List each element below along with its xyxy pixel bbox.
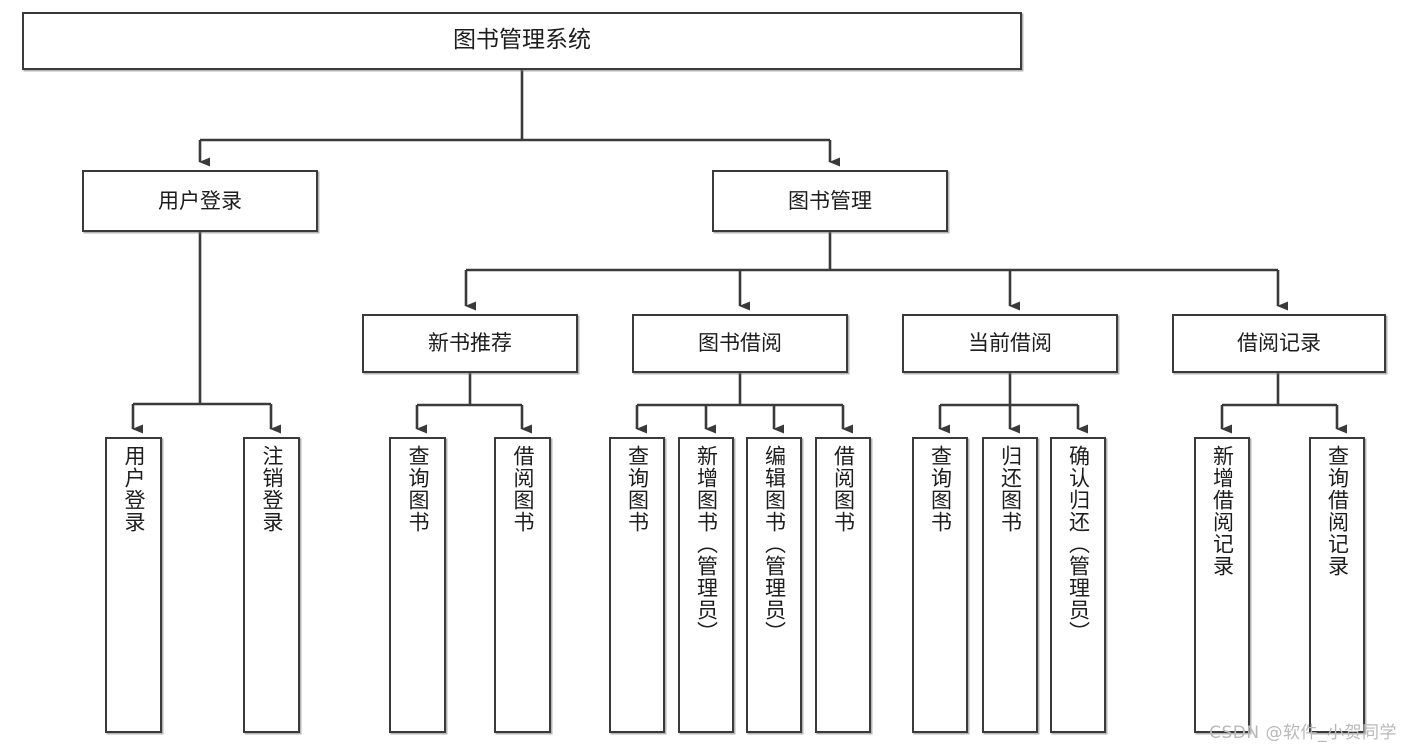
- node-label: 新增图书（管理员）: [694, 445, 719, 643]
- leaf-borrow-book[interactable]: 借阅图书: [815, 437, 871, 733]
- leaf-confirm-return[interactable]: 确认归还（管理员）: [1050, 437, 1106, 733]
- node-label: 新书推荐: [428, 331, 512, 356]
- leaf-add-book[interactable]: 新增图书（管理员）: [678, 437, 734, 733]
- node-label: 当前借阅: [968, 331, 1052, 356]
- leaf-logout[interactable]: 注销登录: [243, 437, 300, 733]
- leaf-query-book-current[interactable]: 查询图书: [912, 437, 968, 733]
- node-book-manage[interactable]: 图书管理: [712, 170, 948, 232]
- node-label: 借阅图书: [511, 445, 535, 533]
- leaf-user-login[interactable]: 用户登录: [105, 437, 162, 733]
- node-label: 借阅记录: [1237, 331, 1321, 356]
- node-user-login[interactable]: 用户登录: [82, 170, 318, 232]
- node-label: 查询图书: [625, 445, 650, 533]
- leaf-query-borrow-record[interactable]: 查询借阅记录: [1309, 437, 1365, 733]
- node-label: 用户登录: [122, 445, 146, 533]
- node-label: 查询借阅记录: [1325, 445, 1350, 577]
- node-label: 编辑图书（管理员）: [762, 445, 787, 643]
- node-borrow-record[interactable]: 借阅记录: [1172, 314, 1386, 373]
- node-label: 图书管理系统: [453, 27, 591, 54]
- node-label: 归还图书: [998, 445, 1023, 533]
- node-current-borrow[interactable]: 当前借阅: [902, 314, 1118, 373]
- node-label: 用户登录: [158, 188, 242, 213]
- node-label: 新增借阅记录: [1210, 445, 1235, 577]
- leaf-return-book[interactable]: 归还图书: [982, 437, 1038, 733]
- leaf-query-book-recommend[interactable]: 查询图书: [389, 437, 446, 733]
- watermark: CSDN @软件_小贺同学: [1209, 723, 1397, 743]
- node-new-book-recommend[interactable]: 新书推荐: [362, 314, 578, 373]
- node-label: 查询图书: [928, 445, 953, 533]
- node-book-borrow[interactable]: 图书借阅: [632, 314, 848, 373]
- node-label: 借阅图书: [831, 445, 856, 533]
- node-label: 确认归还（管理员）: [1066, 445, 1091, 643]
- node-label: 图书管理: [788, 188, 872, 213]
- leaf-add-borrow-record[interactable]: 新增借阅记录: [1194, 437, 1250, 733]
- leaf-edit-book[interactable]: 编辑图书（管理员）: [746, 437, 802, 733]
- leaf-query-book-borrow[interactable]: 查询图书: [609, 437, 665, 733]
- node-label: 注销登录: [260, 445, 284, 533]
- node-label: 图书借阅: [698, 331, 782, 356]
- node-root-system[interactable]: 图书管理系统: [22, 12, 1022, 70]
- leaf-borrow-book-recommend[interactable]: 借阅图书: [494, 437, 551, 733]
- node-label: 查询图书: [406, 445, 430, 533]
